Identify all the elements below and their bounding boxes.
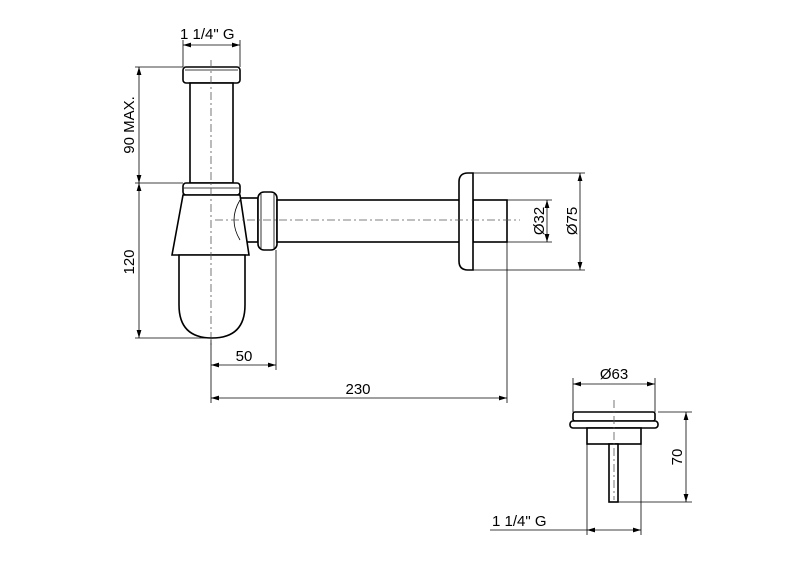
top-cap (182, 66, 241, 84)
tail-pipe (189, 82, 234, 184)
length-label: 230 (345, 381, 370, 398)
valve-diameter-label: Ø63 (600, 366, 628, 383)
offset-label: 50 (236, 348, 253, 365)
valve-stem (608, 443, 619, 503)
pipe-diameter-label: Ø32 (531, 207, 548, 235)
height-max-label: 90 MAX. (121, 96, 138, 154)
pipe-end (472, 199, 508, 243)
trap-dimensions: 1 1/4" G 90 MAX. 120 50 230 Ø32 Ø75 (121, 26, 585, 403)
top-thread-label: 1 1/4" G (180, 26, 235, 43)
wall-pipe (276, 199, 462, 243)
height-label: 120 (121, 249, 138, 274)
valve-thread-label: 1 1/4" G (492, 513, 547, 530)
rosette-diameter-label: Ø75 (564, 207, 581, 235)
drain-valve (569, 400, 659, 503)
wall-rosette (458, 172, 474, 271)
bottle-trap (171, 60, 520, 345)
valve-height-label: 70 (669, 449, 686, 466)
collar (182, 182, 241, 196)
trap-body (171, 194, 250, 256)
trap-cup (178, 254, 246, 339)
valve-dimensions: Ø63 70 1 1/4" G (490, 366, 692, 535)
